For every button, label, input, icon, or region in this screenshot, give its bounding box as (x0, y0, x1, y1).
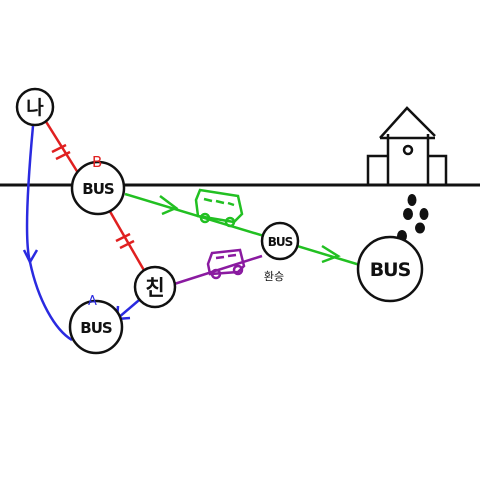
purple-bus-icon (206, 248, 246, 280)
node-bus-a: BUS (68, 299, 124, 355)
label-a: A (88, 294, 97, 309)
node-bus-b-label: BUS (82, 180, 114, 198)
red-tick-marks-bottom (115, 232, 135, 250)
node-na-label: 나 (26, 97, 44, 119)
green-bus-icon (194, 188, 244, 228)
node-bus-destination-label: BUS (370, 259, 411, 281)
green-route-line (124, 192, 361, 267)
node-bus-b: BUS (70, 160, 126, 216)
node-bus-a-label: BUS (80, 319, 112, 337)
green-route-arrow-2 (321, 244, 341, 264)
node-chin: 친 (133, 265, 177, 309)
red-tick-marks-top (51, 143, 71, 161)
node-chin-label: 친 (145, 276, 164, 300)
node-bus-mid: BUS (260, 221, 300, 261)
footprints-icon (397, 194, 429, 242)
node-bus-destination: BUS (356, 235, 424, 303)
transfer-label: 환승 (264, 270, 284, 283)
node-na: 나 (15, 87, 55, 127)
label-b: B (92, 153, 102, 171)
blue-route-arrow-down (22, 249, 39, 265)
node-bus-mid-label: BUS (268, 235, 293, 249)
red-route-b-to-chin (106, 207, 147, 273)
green-route-arrow-1 (159, 195, 179, 216)
blue-route-line (25, 125, 73, 342)
school-building-icon (366, 106, 448, 184)
